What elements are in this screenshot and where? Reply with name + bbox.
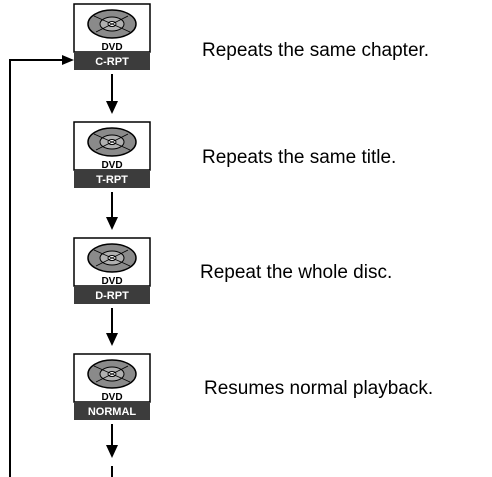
down-arrow-icon — [106, 192, 118, 230]
down-arrow-icon — [106, 308, 118, 346]
dvd-disc-icon — [87, 359, 137, 389]
mode-badge — [74, 170, 150, 188]
mode-step-d-rpt: DVD D-RPT — [73, 237, 151, 304]
mode-step-t-rpt: DVD T-RPT — [73, 121, 151, 188]
dvd-disc-icon — [87, 243, 137, 273]
mode-badge-label: NORMAL — [88, 406, 137, 418]
mode-description: Repeats the same title. — [202, 147, 396, 168]
mode-description: Resumes normal playback. — [204, 378, 433, 399]
dvd-label: DVD — [101, 276, 122, 287]
mode-badge-label: C-RPT — [95, 56, 129, 68]
mode-badge-label: D-RPT — [95, 290, 129, 302]
mode-description: Repeat the whole disc. — [200, 262, 392, 283]
mode-badge-label: T-RPT — [96, 174, 128, 186]
dvd-disc-icon — [87, 9, 137, 39]
mode-step-normal: DVD NORMAL — [73, 353, 151, 420]
mode-description: Repeats the same chapter. — [202, 40, 429, 61]
loop-back-connector — [9, 55, 74, 477]
loop-arrow-icon — [62, 55, 74, 65]
dvd-label: DVD — [101, 160, 122, 171]
dvd-disc-icon — [87, 127, 137, 157]
down-arrow-icon — [106, 74, 118, 114]
mode-badge — [74, 52, 150, 70]
mode-badge — [74, 286, 150, 304]
mode-step-c-rpt: DVD C-RPT — [73, 3, 151, 70]
dvd-label: DVD — [101, 42, 122, 53]
down-arrow-icon — [106, 424, 118, 458]
dvd-label: DVD — [101, 392, 122, 403]
mode-badge — [74, 402, 150, 420]
